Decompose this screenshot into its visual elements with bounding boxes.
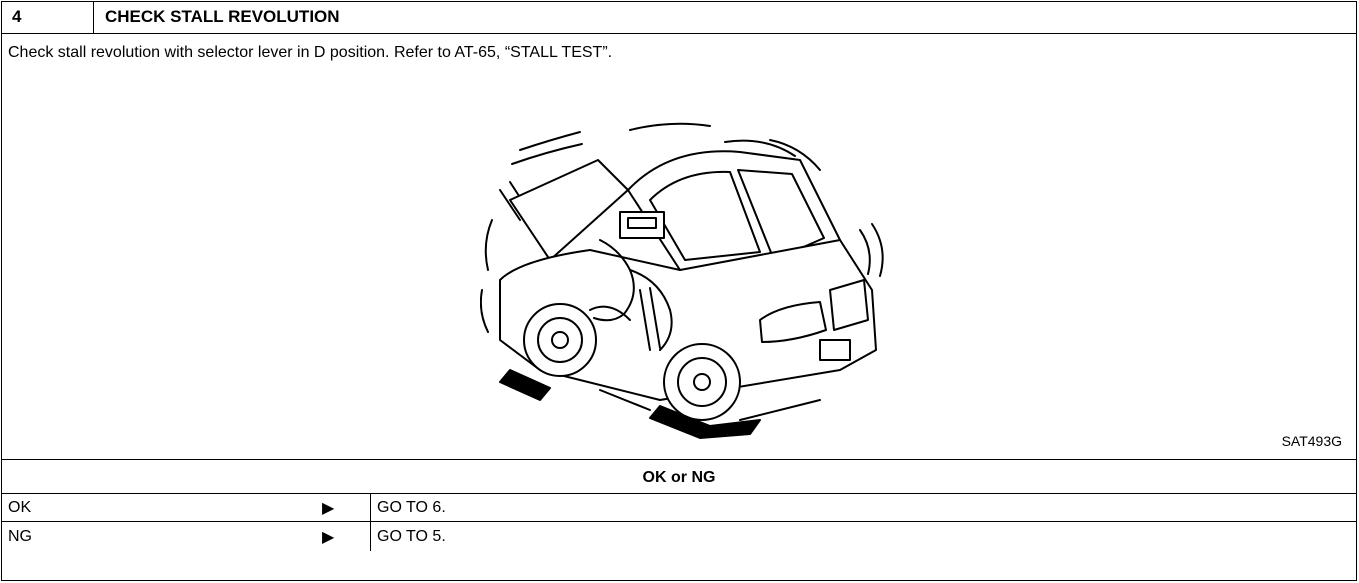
instruction-text: Check stall revolution with selector lev… (8, 44, 612, 62)
step-header: 4 CHECK STALL REVOLUTION (2, 2, 1356, 34)
arrow-right-icon: ▶ (322, 527, 334, 547)
result-row-ok: OK ▶ GO TO 6. (2, 493, 1356, 522)
arrow-right-icon: ▶ (322, 498, 334, 518)
result-label: NG (8, 528, 32, 546)
check-result-text: OK or NG (2, 469, 1356, 487)
step-number: 4 (2, 2, 94, 33)
figure-code: SAT493G (1282, 433, 1342, 449)
result-label: OK (8, 499, 31, 517)
result-row-ng: NG ▶ GO TO 5. (2, 522, 1356, 551)
check-result-label: OK or NG (2, 459, 1356, 494)
result-action: GO TO 6. (370, 493, 970, 521)
step-title: CHECK STALL REVOLUTION (94, 2, 1356, 33)
stall-test-car-illustration (480, 120, 890, 440)
result-action: GO TO 5. (370, 522, 970, 551)
